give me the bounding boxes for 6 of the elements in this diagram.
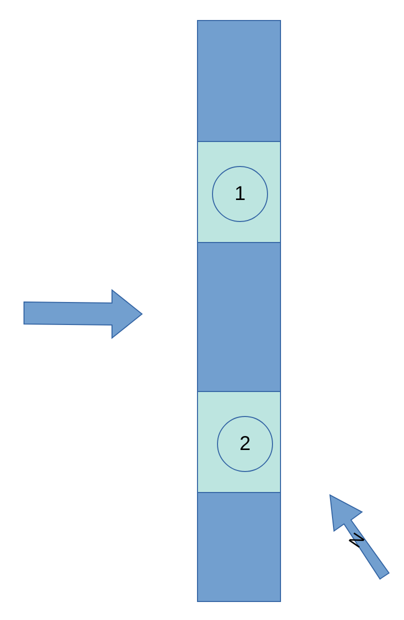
number-label: 1 (234, 184, 246, 204)
number-label: 2 (239, 434, 251, 454)
vertical-bar (197, 20, 281, 602)
square-block (197, 141, 281, 243)
north-label: N (345, 530, 368, 550)
square-block (197, 391, 281, 493)
